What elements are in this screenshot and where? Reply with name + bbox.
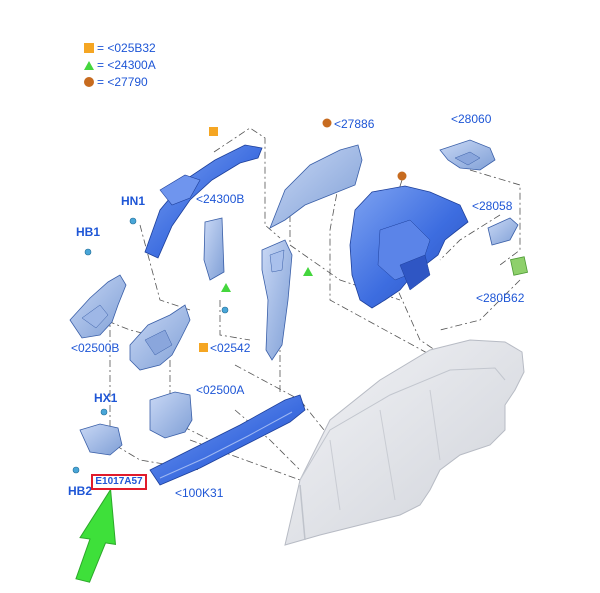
a-pillar-lower — [129, 304, 191, 371]
circle-marker — [397, 171, 407, 181]
fasteners — [72, 217, 229, 474]
small-bracket-hx1 — [79, 423, 123, 456]
quarter-panel-inner — [349, 185, 469, 309]
rear-side-bracket — [487, 217, 519, 246]
triangle-marker — [221, 283, 231, 292]
legend-row: = <27790 — [84, 75, 148, 89]
callout-280b62[interactable]: <280B62 — [476, 291, 525, 305]
square-marker — [199, 343, 208, 352]
a-pillar-upper — [144, 144, 263, 259]
legend-text: = <24300A — [97, 58, 156, 72]
callout-100k31[interactable]: <100K31 — [175, 486, 224, 500]
foam-insert-280b62 — [510, 256, 528, 276]
rear-upper-bracket — [439, 139, 496, 171]
callout-hx1[interactable]: HX1 — [94, 391, 118, 405]
b-pillar — [261, 239, 293, 361]
vehicle-body-outline — [284, 339, 525, 546]
callout-02500b[interactable]: <02500B — [71, 341, 120, 355]
square-icon — [84, 43, 94, 53]
legend-row: = <24300A — [84, 58, 156, 72]
front-hinge-bracket — [69, 274, 127, 339]
callout-28060[interactable]: <28060 — [451, 112, 492, 126]
callout-hb2[interactable]: HB2 — [68, 484, 93, 498]
triangle-icon — [84, 60, 94, 70]
square-marker — [209, 127, 218, 136]
legend-text: = <27790 — [97, 75, 148, 89]
callout-02500a[interactable]: <02500A — [196, 383, 245, 397]
legend-text: = <025B32 — [97, 41, 156, 55]
circle-icon — [84, 77, 94, 87]
rocker-front-bracket — [149, 391, 193, 439]
circle-marker — [322, 118, 332, 128]
green-arrow-icon — [75, 488, 117, 583]
rocker-sill-panel — [149, 394, 306, 486]
callout-27886[interactable]: <27886 — [334, 117, 375, 131]
hinge-pillar-reinforcement — [203, 217, 225, 281]
quarter-panel-upper — [269, 144, 363, 229]
callout-hb1[interactable]: HB1 — [76, 225, 101, 239]
legend-row: = <025B32 — [84, 41, 156, 55]
triangle-marker — [303, 267, 313, 276]
callout-02542[interactable]: <02542 — [210, 341, 251, 355]
highlighted-part-label[interactable]: E1017A57 — [91, 474, 147, 490]
callout-24300b[interactable]: <24300B — [196, 192, 245, 206]
callout-hn1[interactable]: HN1 — [121, 194, 146, 208]
callout-28058[interactable]: <28058 — [472, 199, 513, 213]
